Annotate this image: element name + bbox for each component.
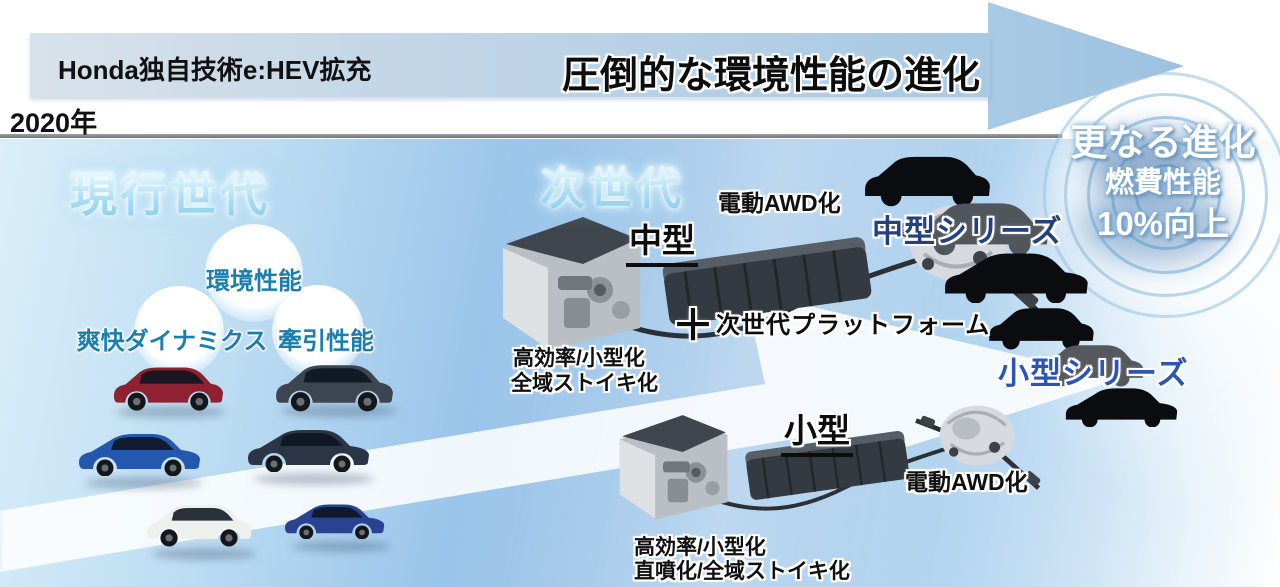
small-note-1: 高効率/小型化 xyxy=(634,536,766,559)
car-blue-sedan xyxy=(280,498,390,539)
car-shadow xyxy=(254,473,374,485)
small-note-2: 直噴化/全域ストイキ化 xyxy=(634,560,850,583)
year-label: 2020年 xyxy=(10,108,98,138)
future-metric-label: 燃費性能 xyxy=(1104,167,1221,199)
current-gen-heading: 現行世代 xyxy=(70,156,270,225)
future-metric-value: 10%向上 xyxy=(1096,205,1230,242)
silhouette-medium-black xyxy=(938,244,1096,303)
medium-size-label: 中型 xyxy=(626,214,698,267)
banner-title: 圧倒的な環境性能の進化 xyxy=(561,55,980,97)
car-blue-hatchback xyxy=(73,426,207,476)
medium-note-2: 全域ストイキ化 xyxy=(511,372,658,395)
car-shadow xyxy=(85,477,203,489)
small-series-label: 小型シリーズ xyxy=(998,356,1189,391)
timeline-rule xyxy=(0,134,1062,138)
medium-note-1: 高効率/小型化 xyxy=(513,347,645,370)
car-white-suv xyxy=(140,496,258,549)
bubble-shape xyxy=(134,286,224,376)
platform-plus-sign: ＋ xyxy=(672,302,715,349)
medium-awd-label: 電動AWD化 xyxy=(718,190,841,216)
ripple-blob xyxy=(1080,185,1230,265)
bubble-label-towing: 牽引性能 xyxy=(278,328,374,355)
car-dark-suv xyxy=(268,355,400,414)
car-shadow xyxy=(292,541,390,552)
car-shadow xyxy=(152,548,256,560)
small-size-label: 小型 xyxy=(781,404,853,457)
platform-label: 次世代プラットフォーム xyxy=(716,312,991,339)
banner-label: Honda独自技術e:HEV拡充 xyxy=(58,55,372,85)
bubble-shape xyxy=(272,285,364,377)
car-dark-sedan xyxy=(242,422,376,472)
car-red-suv xyxy=(106,358,230,413)
bubble-label-environment: 環境性能 xyxy=(206,268,302,295)
header-band xyxy=(30,33,990,97)
next-gen-heading: 次世代 xyxy=(540,152,684,217)
ripple-circle xyxy=(1043,72,1280,318)
medium-series-label: 中型シリーズ xyxy=(872,214,1063,249)
small-awd-label: 電動AWD化 xyxy=(905,469,1028,495)
future-heading: 更なる進化 xyxy=(1070,122,1256,163)
bubble-label-dynamics: 爽快ダイナミクス xyxy=(76,328,268,355)
